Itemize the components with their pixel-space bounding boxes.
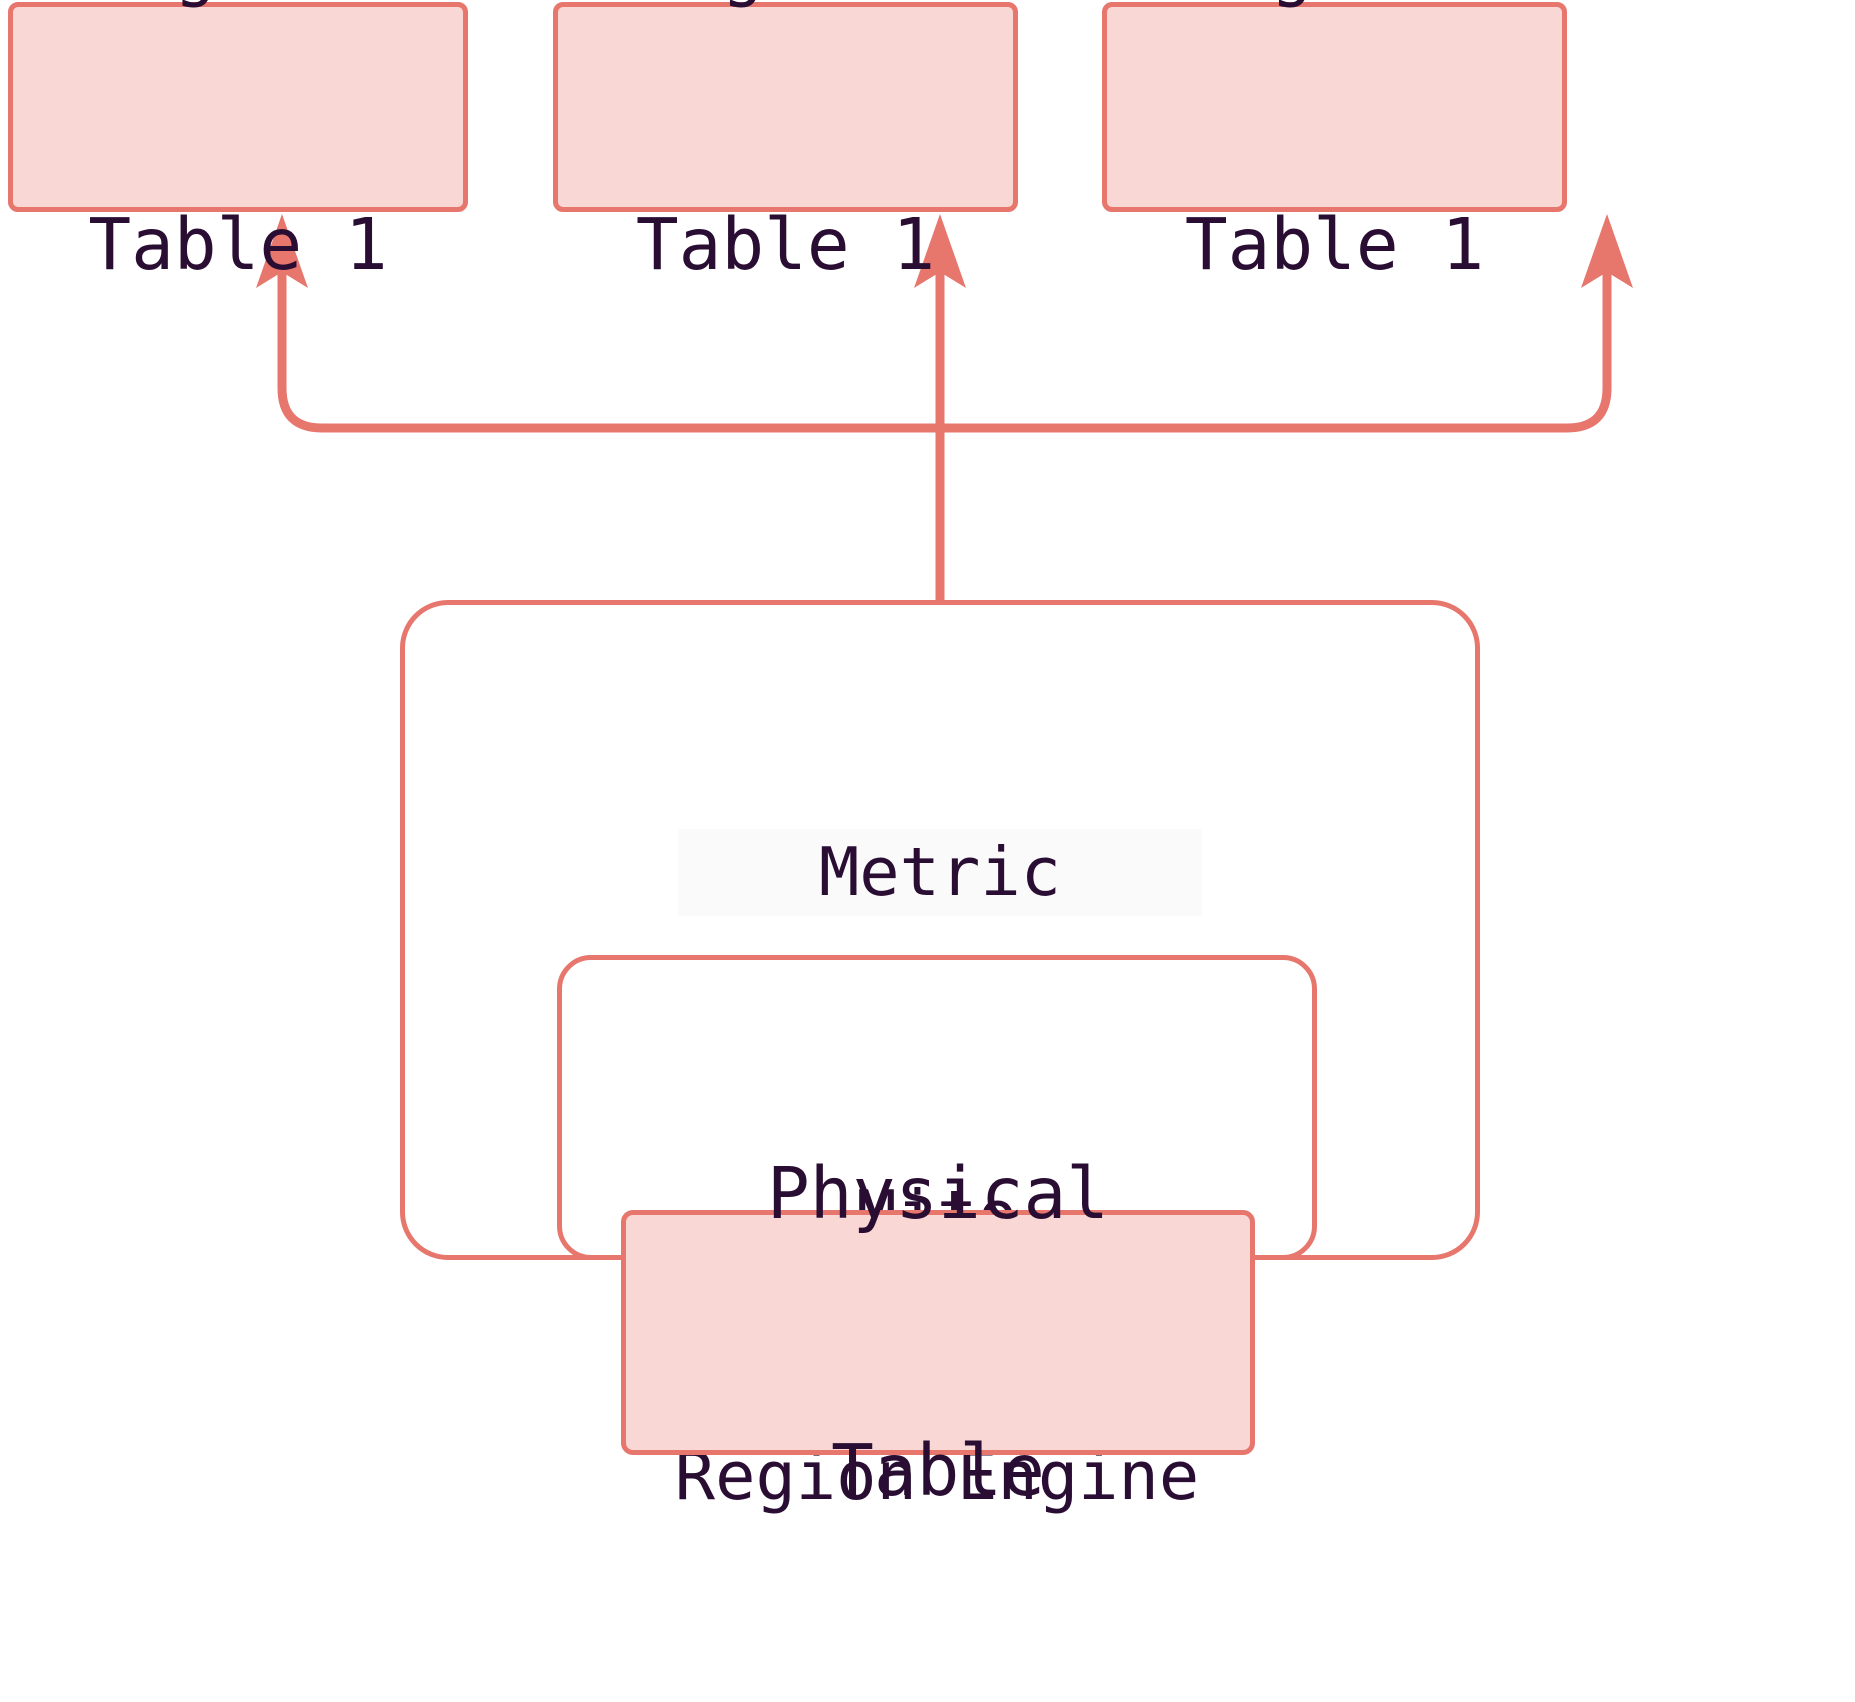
arrowhead-logical-1 bbox=[256, 214, 308, 288]
node-logical-table-2-line-2: Table 1 bbox=[635, 203, 936, 287]
node-logical-table-3-line-1: Logical bbox=[1185, 0, 1484, 15]
node-logical-table-1-line-1: Logical bbox=[88, 0, 387, 15]
node-logical-table-3[interactable]: Logical Table 1 bbox=[1102, 0, 1567, 286]
arrowhead-logical-3 bbox=[1581, 214, 1633, 288]
node-physical-table[interactable]: Physical Table bbox=[621, 1152, 1255, 1512]
node-logical-table-3-line-2: Table 1 bbox=[1184, 203, 1485, 287]
node-logical-table-1-label: Logical Table 1 bbox=[88, 0, 387, 476]
arrowhead-logical-2 bbox=[914, 214, 966, 288]
node-logical-table-3-label: Logical Table 1 bbox=[1185, 0, 1484, 476]
node-logical-table-2[interactable]: Logical Table 1 bbox=[553, 0, 1018, 286]
node-logical-table-1[interactable]: Logical Table 1 bbox=[8, 0, 468, 286]
node-physical-table-label: Physical Table bbox=[767, 963, 1109, 1701]
diagram-canvas: Logical Table 1 Logical Table 1 Logical … bbox=[8, 0, 1633, 1516]
edge-bus-right bbox=[940, 268, 1612, 433]
node-logical-table-2-line-1: Logical bbox=[636, 0, 935, 15]
node-metric-region-engine-line-1: Metric bbox=[677, 829, 1203, 917]
node-logical-table-1-line-2: Table 1 bbox=[88, 203, 388, 287]
node-logical-table-2-label: Logical Table 1 bbox=[636, 0, 935, 476]
node-physical-table-line-1: Physical bbox=[767, 1151, 1109, 1235]
edge-bus-left bbox=[277, 268, 940, 433]
node-physical-table-line-2: Table bbox=[831, 1428, 1045, 1512]
